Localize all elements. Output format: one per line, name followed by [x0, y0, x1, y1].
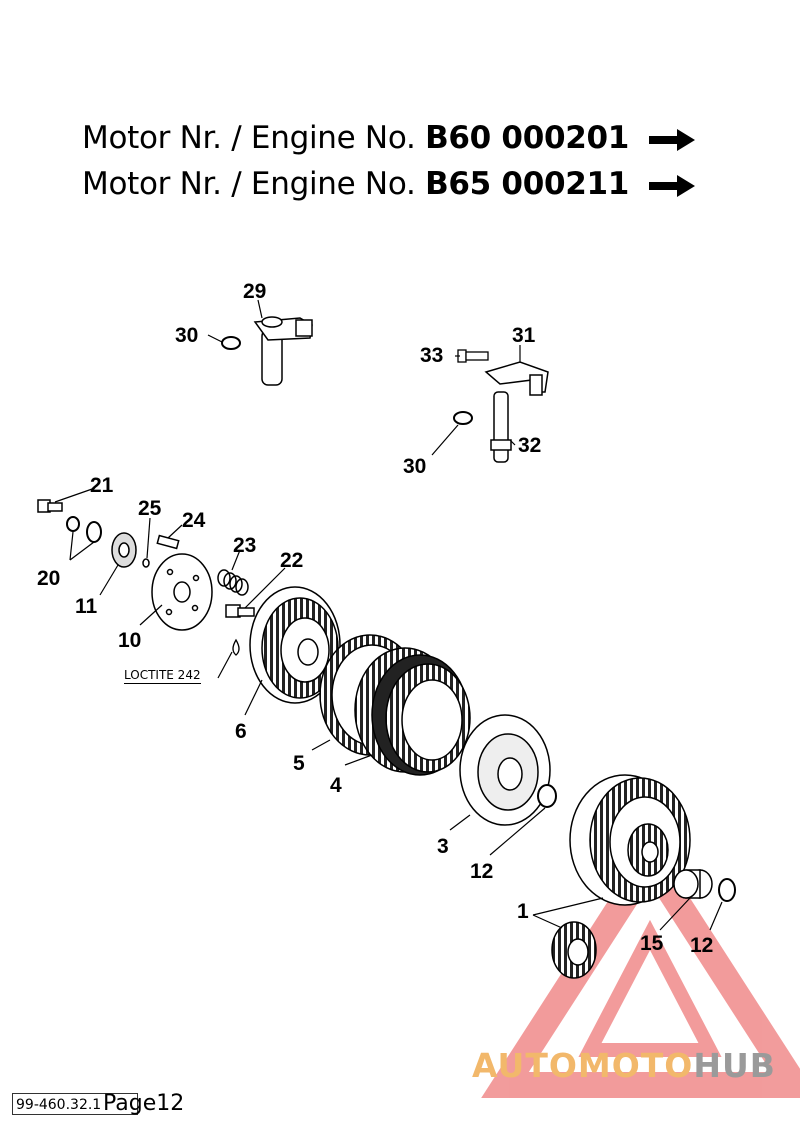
callout-23: 23 — [233, 534, 256, 557]
arrow-right-icon — [648, 128, 695, 151]
callout-12-left: 12 — [470, 860, 493, 883]
callout-25: 25 — [138, 497, 162, 520]
part-6-clutch-hub — [249, 586, 341, 704]
loctite-underline — [124, 683, 201, 684]
callout-15: 15 — [640, 932, 664, 955]
part-12-washer — [537, 784, 557, 808]
part-1-clutch-basket — [569, 774, 691, 906]
callout-5: 5 — [293, 752, 305, 775]
watermark-brand: AUTOMOTOHUB — [472, 1046, 776, 1085]
brand-part-1: AUTOMOTO — [472, 1046, 694, 1085]
callout-1: 1 — [517, 900, 529, 923]
brand-part-2: HUB — [693, 1046, 776, 1085]
callout-30-top: 30 — [175, 324, 198, 347]
part-15-bushing — [673, 869, 713, 899]
part-32-shaft — [490, 391, 512, 463]
part-11-bearing — [111, 532, 137, 568]
part-4-friction-plates — [354, 647, 471, 776]
part-21-bolt — [37, 499, 63, 513]
part-22-bolt — [225, 604, 255, 618]
callout-10: 10 — [118, 629, 141, 652]
callout-4: 4 — [330, 774, 342, 797]
part-30-washer — [221, 336, 241, 350]
page-label: Page12 — [103, 1091, 185, 1116]
callout-31: 31 — [512, 324, 536, 347]
callout-29: 29 — [243, 280, 266, 303]
arrow-right-icon — [648, 174, 695, 197]
engine-number-line-2: Motor Nr. / Engine No. B65 000211 — [82, 166, 695, 202]
callout-21: 21 — [90, 474, 114, 497]
callout-12-right: 12 — [690, 934, 713, 957]
part-3-pressure-disc — [459, 714, 551, 826]
part-24-screw — [156, 534, 180, 550]
part-25-circlip — [142, 558, 150, 568]
loctite-label: LOCTITE 242 — [120, 668, 205, 684]
callout-3: 3 — [437, 835, 449, 858]
engine-number-line-1: Motor Nr. / Engine No. B60 000201 — [82, 120, 695, 156]
part-12-washer-b — [718, 878, 736, 902]
callout-6: 6 — [235, 720, 247, 743]
engine-number-2: B65 000211 — [425, 166, 630, 202]
leader-lines — [54, 299, 723, 931]
loctite-drop-icon — [232, 638, 240, 656]
part-20-spring-washer — [86, 521, 102, 543]
part-31-shift-lever — [484, 361, 549, 396]
part-33-screw — [457, 349, 489, 363]
callout-22: 22 — [280, 549, 303, 572]
engine-number-1: B60 000201 — [425, 120, 630, 156]
engine-label-1: Motor Nr. / Engine No. — [82, 120, 416, 156]
loctite-text: LOCTITE 242 — [124, 668, 201, 682]
document-number: 99-460.32.1 — [12, 1093, 138, 1115]
callout-20: 20 — [37, 567, 60, 590]
part-1-primary-gear — [551, 921, 597, 979]
part-23-spring — [217, 569, 249, 596]
callout-32: 32 — [518, 434, 541, 457]
callout-24: 24 — [182, 509, 206, 532]
part-20-washer — [66, 516, 80, 532]
callout-33: 33 — [420, 344, 443, 367]
engine-label-2: Motor Nr. / Engine No. — [82, 166, 416, 202]
part-10-pressure-plate — [151, 553, 213, 631]
part-30-washer-b — [453, 411, 473, 425]
callout-11: 11 — [75, 595, 98, 618]
part-29-shift-shaft — [253, 316, 313, 386]
callout-30-mid: 30 — [403, 455, 426, 478]
